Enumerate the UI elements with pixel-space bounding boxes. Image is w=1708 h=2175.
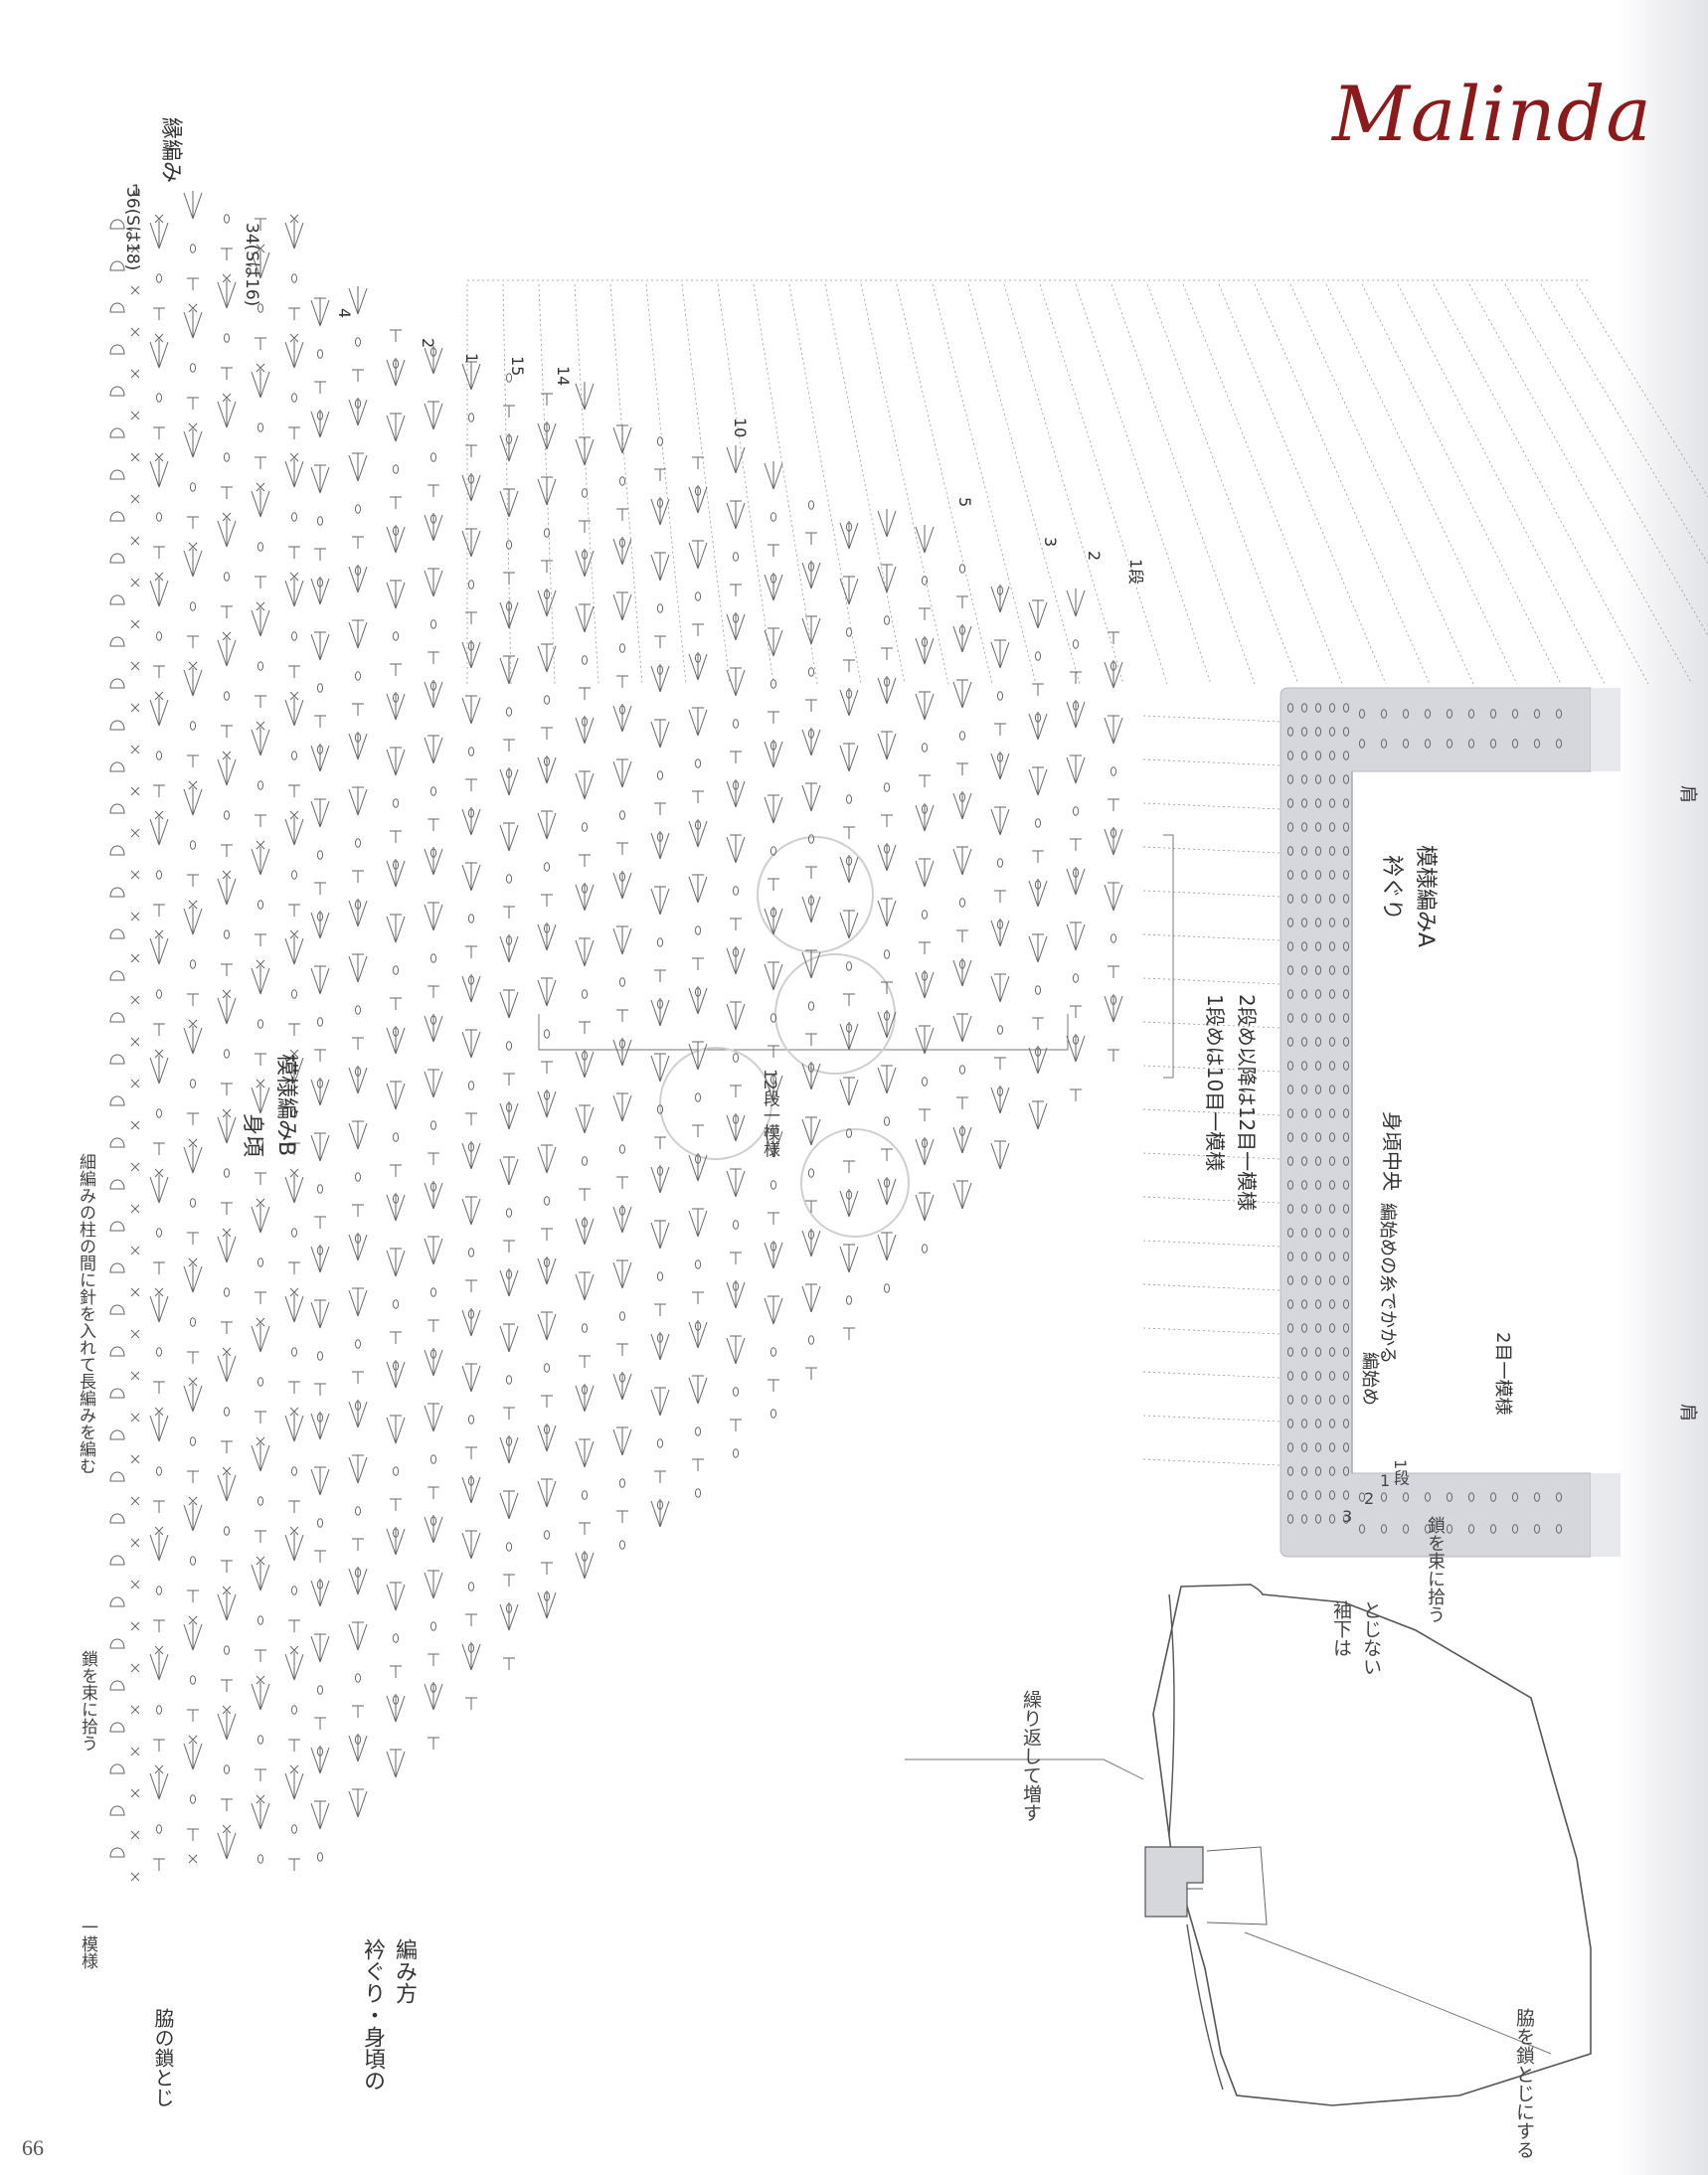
body-pattern-label: 模様編みB xyxy=(273,1054,298,1157)
start-label: 編始め xyxy=(1359,1352,1380,1406)
underarm-note-2: とじない xyxy=(1360,1600,1382,1676)
page-number: 66 xyxy=(22,2135,44,2160)
row-label-3: 3 xyxy=(1041,537,1060,548)
repeat-note-later-rows: 2段め以降は12目一模様 xyxy=(1235,994,1259,1212)
edging-row-34: 34(Sは16) xyxy=(242,223,261,307)
double-crochet-note: 細編みの柱の間に針を入れて長編みを編む xyxy=(76,1153,95,1474)
collar-label: 衿ぐり xyxy=(1379,855,1404,921)
garment-schematic xyxy=(1144,1584,1592,2106)
row-label-1a: 1 xyxy=(462,353,481,364)
collar-center-label: 身頃中央 xyxy=(1380,1111,1404,1191)
first-row-marker: 1段 xyxy=(1391,1459,1410,1486)
shoulder-label-top: 肩 xyxy=(1677,785,1698,803)
collar-stitch-chart xyxy=(1280,687,1621,1558)
start-yarn-note: 編始めの糸でかかる xyxy=(1377,1203,1398,1364)
chain-pickup-note: 鎖を束に拾う xyxy=(78,1650,97,1752)
one-repeat-note: 一模様 xyxy=(78,1919,97,1969)
twelve-row-repeat-note: 12段一模様 xyxy=(760,1069,779,1158)
bottom-title-line2: 編み方 xyxy=(392,1938,417,2004)
pickup-chain-note: 鎖を束に拾う xyxy=(1425,1516,1446,1623)
row-label-5: 5 xyxy=(955,497,974,508)
increase-note: 繰り返して増す xyxy=(1020,1690,1042,1822)
body-section-label: 身頃 xyxy=(240,1113,264,1158)
edging-row-1: 1 xyxy=(131,181,142,200)
collar-row-3: 3 xyxy=(1342,1507,1353,1526)
edging-label: 縁編み xyxy=(158,117,183,184)
shoulder-label-bottom: 肩 xyxy=(1677,1404,1698,1422)
page-gutter xyxy=(1619,0,1708,2175)
chart-guide-lines xyxy=(466,279,1708,1780)
row-label-2a: 2 xyxy=(419,338,437,349)
underarm-note-1: 袖下は xyxy=(1330,1600,1352,1657)
collar-row-2: 2 xyxy=(1364,1489,1375,1508)
row-label-10: 10 xyxy=(731,418,750,438)
collar-pattern-label: 模様編みA xyxy=(1413,845,1438,948)
row-label-2b: 2 xyxy=(1085,551,1104,562)
row-label-14: 14 xyxy=(554,366,573,387)
row-label-15: 15 xyxy=(508,356,527,377)
edging-stitch-chart xyxy=(109,219,140,1882)
row-label-1-dan: 1段 xyxy=(1126,559,1145,586)
side-chain-note: 脇の鎖とじ xyxy=(151,2008,175,2107)
bottom-title-line1: 衿ぐり・身頃の xyxy=(360,1938,385,2091)
row-label-4: 4 xyxy=(335,308,354,319)
repeat-note-first-row: 1段めは10目一模様 xyxy=(1203,994,1227,1172)
side-seam-note: 脇を鎖とじにする xyxy=(1513,2008,1535,2159)
collar-row-1: 1 xyxy=(1380,1471,1391,1490)
two-st-repeat-note: 2目一模様 xyxy=(1492,1332,1513,1416)
pattern-title: Malinda xyxy=(1332,70,1652,158)
body-stitch-chart xyxy=(149,191,1123,1871)
